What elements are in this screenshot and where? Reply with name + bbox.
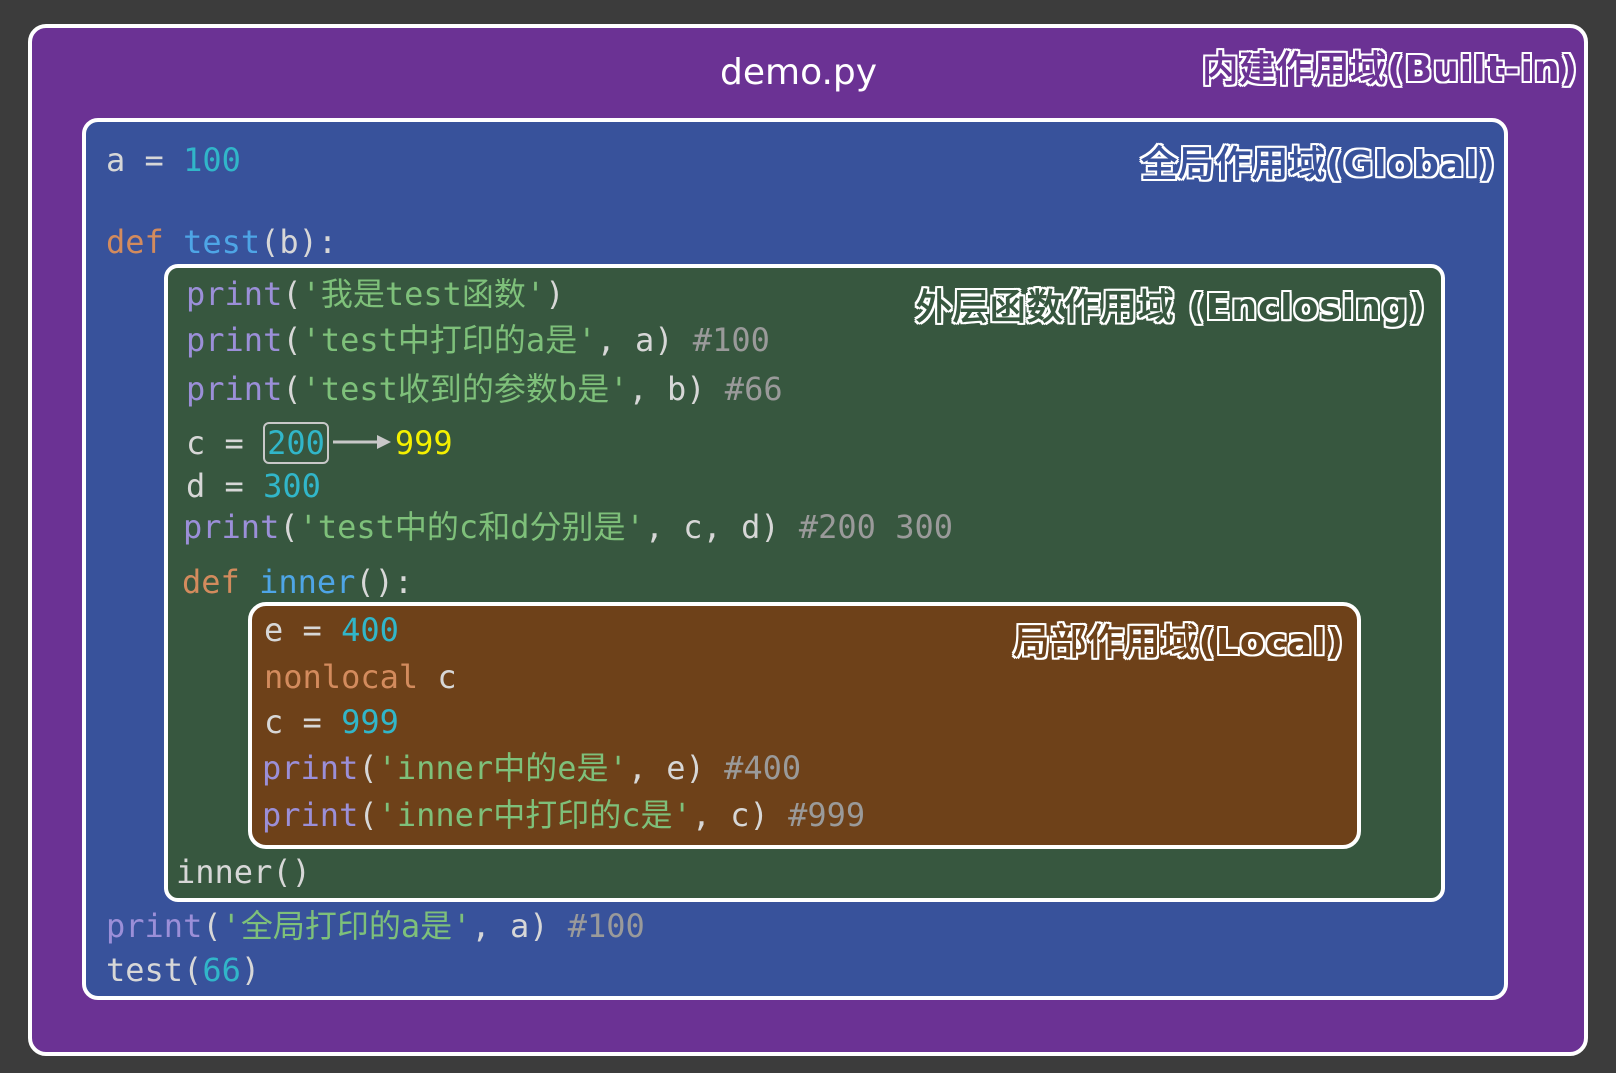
enclosing-scope-label: 外层函数作用域 (Enclosing) xyxy=(915,287,1426,328)
builtin-scope-label: 内建作用域(Built-in) xyxy=(1202,49,1578,90)
code-line-print3: print('test收到的参数b是', b) #66 xyxy=(186,370,783,408)
code-line-nonlocal: nonlocal c xyxy=(264,658,457,696)
code-line-print4: print('test中的c和d分别是', c, d) #200 300 xyxy=(183,508,953,546)
local-scope-label: 局部作用域(Local) xyxy=(1013,622,1344,663)
code-line-a-assign: a = 100 xyxy=(106,141,241,179)
code-line-d-assign: d = 300 xyxy=(186,467,321,505)
new-value: 999 xyxy=(394,424,453,462)
right-arrow-icon xyxy=(333,435,391,449)
code-line-print2: print('test中打印的a是', a) #100 xyxy=(186,321,770,359)
code-line-def-inner: def inner(): xyxy=(182,563,414,601)
code-line-print1: print('我是test函数') xyxy=(186,275,565,313)
old-value-box: 200 xyxy=(263,422,329,464)
code-line-print6: print('inner中打印的c是', c) #999 xyxy=(262,796,866,834)
file-title: demo.py xyxy=(720,52,878,93)
code-line-call-test: test(66) xyxy=(106,951,261,989)
code-line-def-test: def test(b): xyxy=(106,223,338,261)
code-line-c-assign2: c = 999 xyxy=(264,703,399,741)
code-line-print5: print('inner中的e是', e) #400 xyxy=(262,749,802,787)
local-scope-box xyxy=(248,602,1361,849)
code-line-e-assign: e = 400 xyxy=(264,611,399,649)
code-line-print7: print('全局打印的a是', a) #100 xyxy=(106,907,645,945)
code-line-call-inner: inner() xyxy=(176,853,311,891)
global-scope-label: 全局作用域(Global) xyxy=(1141,144,1496,185)
